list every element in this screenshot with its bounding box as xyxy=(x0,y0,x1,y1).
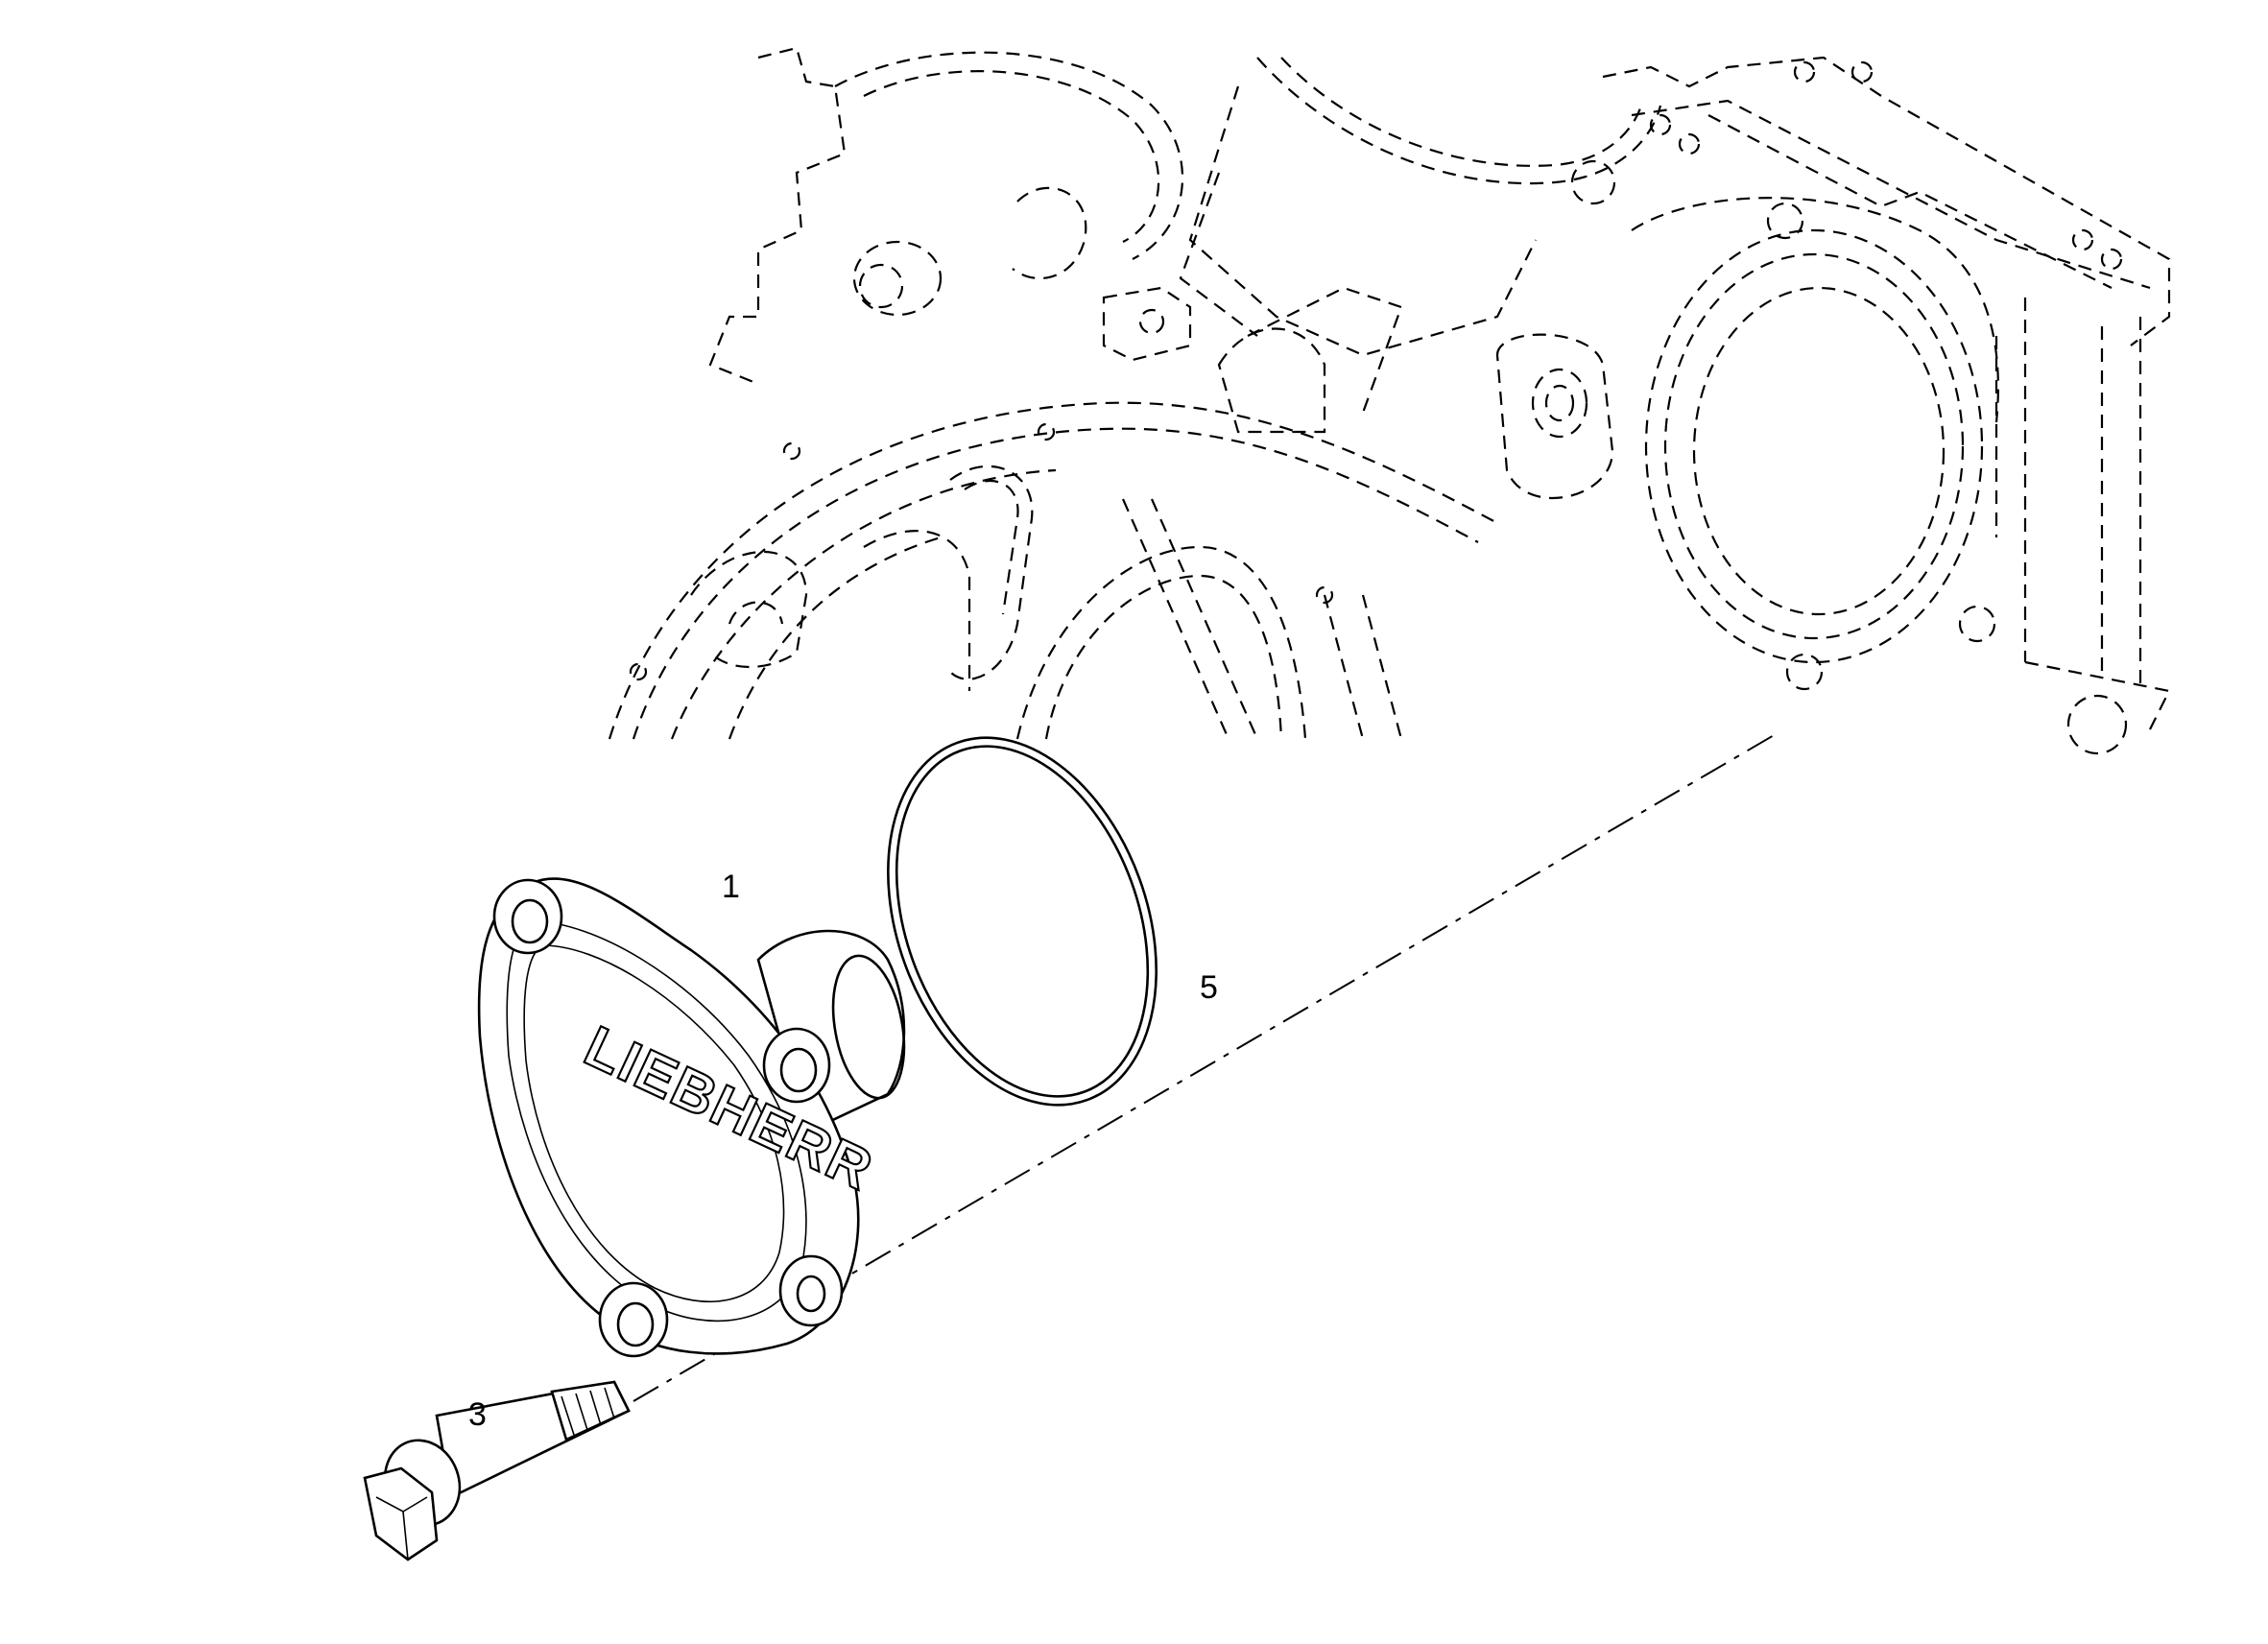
callout-3: 3 xyxy=(468,1396,487,1433)
bolt-part xyxy=(363,1380,631,1561)
engine-housing-dashed xyxy=(608,46,2171,755)
o-ring-part xyxy=(887,736,1158,1107)
cover-part: LIEBHERR xyxy=(477,877,906,1358)
callout-5: 5 xyxy=(1200,969,1218,1006)
callout-1: 1 xyxy=(722,869,740,905)
